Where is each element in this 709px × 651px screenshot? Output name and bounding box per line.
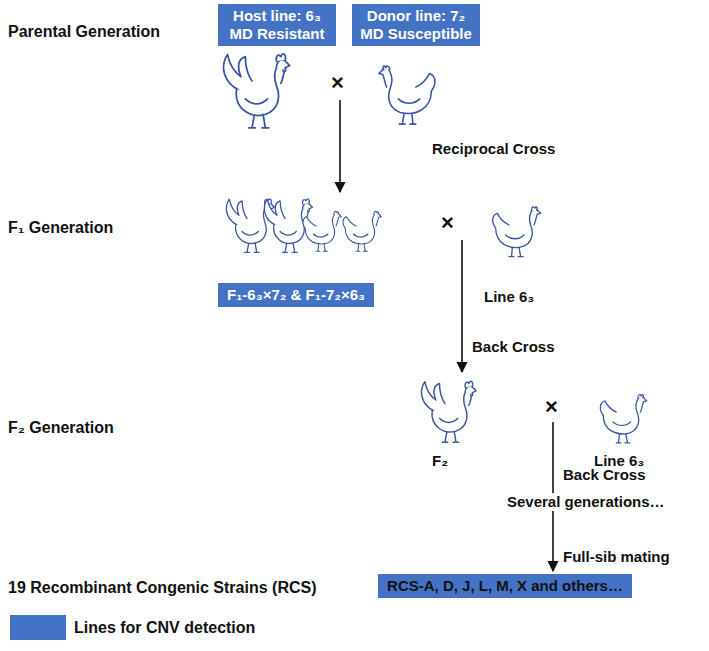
generation-label: Parental Generation — [8, 22, 160, 41]
box-text: Donor line: 7₂ MD Susceptible — [360, 7, 472, 43]
line-box: RCS-A, D, J, L, M, X and others… — [378, 574, 632, 598]
annotation: × — [545, 394, 558, 420]
generation-label: F₂ Generation — [8, 418, 114, 437]
annotation: Back Cross — [472, 338, 555, 356]
legend-text: Lines for CNV detection — [74, 618, 255, 637]
legend-swatch — [10, 615, 66, 640]
line-box: F₁-6₃×7₂ & F₁-7₂×6₃ — [218, 283, 374, 307]
annotation: Line 6₃ — [484, 288, 534, 306]
annotation: F₂ — [432, 452, 448, 470]
box-text: RCS-A, D, J, L, M, X and others… — [386, 577, 624, 595]
generation-label: F₁ Generation — [8, 218, 113, 237]
annotation: Back Cross — [563, 466, 646, 484]
box-text: Host line: 6₃ MD Resistant — [226, 7, 328, 43]
box-text: F₁-6₃×7₂ & F₁-7₂×6₃ — [226, 286, 366, 304]
generation-label: 19 Recombinant Congenic Strains (RCS) — [8, 578, 317, 597]
chicken-illustration — [224, 54, 647, 443]
annotation: × — [331, 70, 344, 96]
annotation: Full-sib mating — [563, 548, 670, 566]
line-box: Donor line: 7₂ MD Susceptible — [352, 4, 480, 46]
annotation: × — [441, 210, 454, 236]
annotation: Reciprocal Cross — [432, 140, 555, 158]
line-box: Host line: 6₃ MD Resistant — [218, 4, 336, 46]
annotation: Several generations… — [505, 493, 667, 511]
